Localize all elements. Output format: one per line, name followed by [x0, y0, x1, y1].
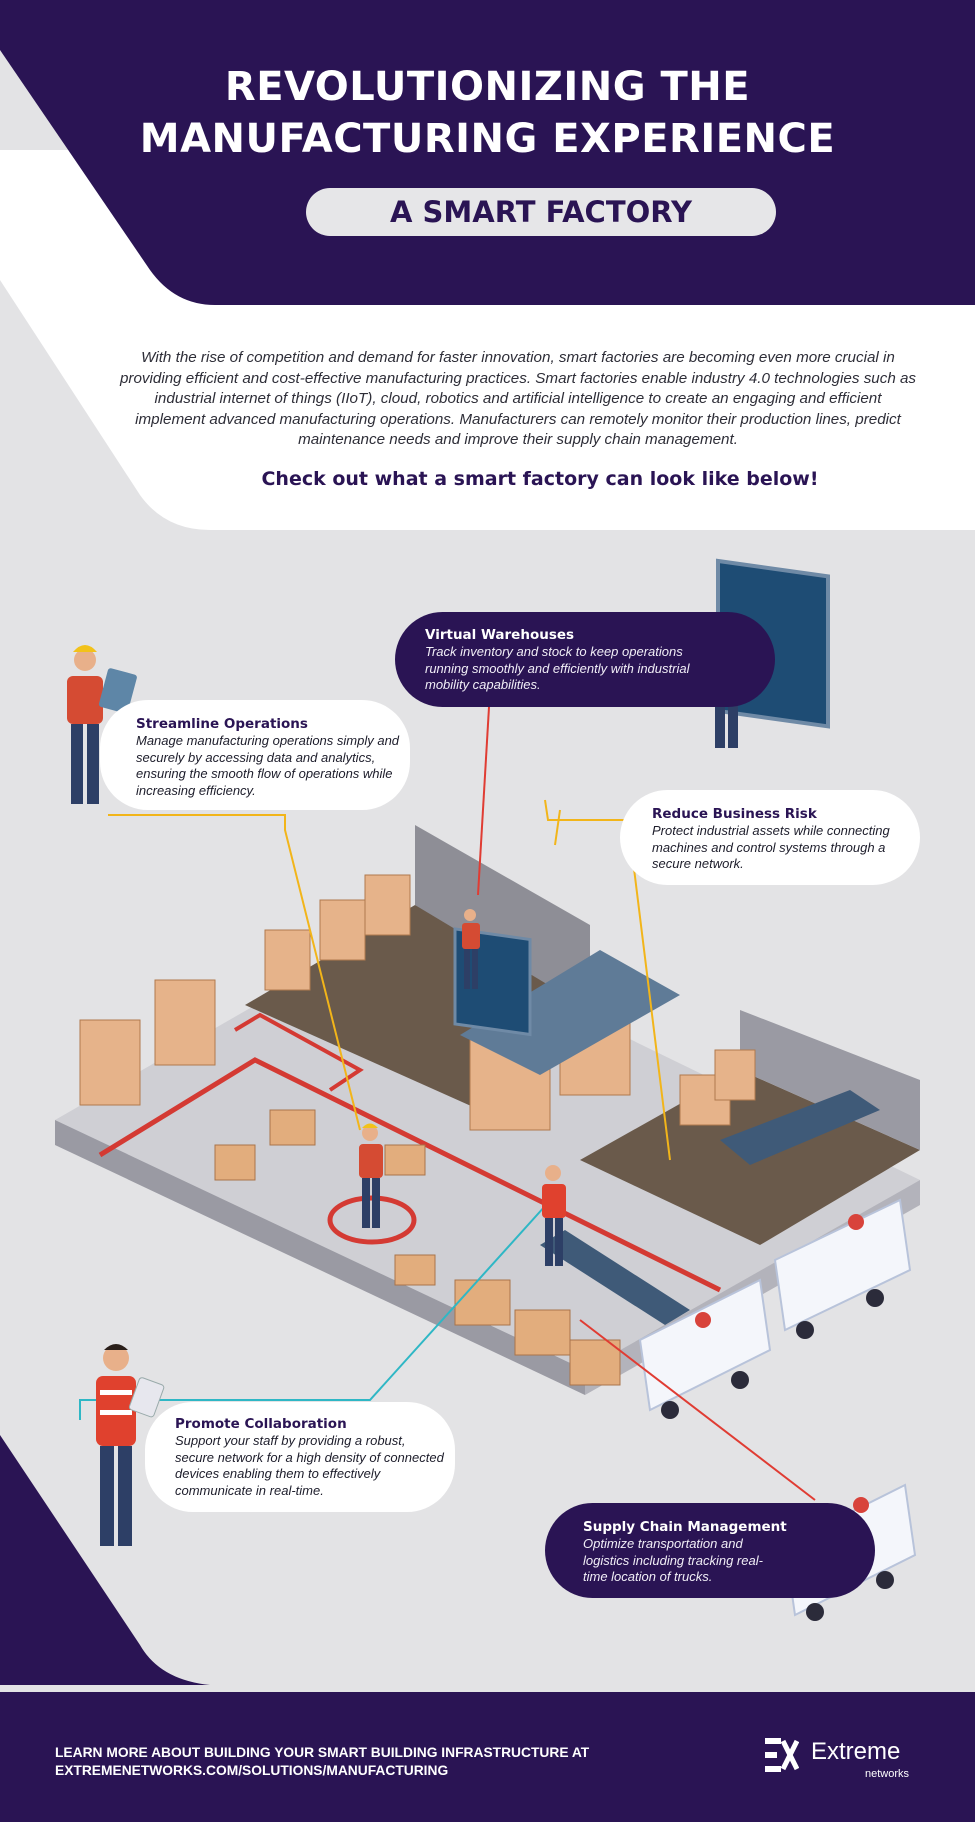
footer-text: LEARN MORE ABOUT BUILDING YOUR SMART BUI…: [55, 1744, 589, 1780]
callout-title: Reduce Business Risk: [652, 806, 817, 822]
callout-text: Support your staff by providing a robust…: [175, 1433, 444, 1498]
callout-virtual-warehouses: Virtual Warehouses Track inventory and s…: [395, 612, 775, 707]
subtitle: A SMART FACTORY: [389, 195, 693, 229]
callout-text: Track inventory and stock to keep operat…: [425, 644, 690, 692]
extreme-logo-icon: [765, 1738, 799, 1772]
callout-title: Virtual Warehouses: [425, 627, 575, 643]
page-title-line1: REVOLUTIONIZING THE: [224, 64, 751, 110]
footer-link[interactable]: EXTREMENETWORKS.COM/SOLUTIONS/MANUFACTUR…: [55, 1763, 449, 1778]
callout-reduce-business-risk: Reduce Business Risk Protect industrial …: [620, 790, 920, 885]
callout-promote-collaboration: Promote Collaboration Support your staff…: [145, 1402, 455, 1512]
callout-supply-chain-management: Supply Chain Management Optimize transpo…: [545, 1503, 875, 1598]
call-to-action: Check out what a smart factory can look …: [261, 468, 819, 490]
logo-wordmark: Extreme: [811, 1738, 901, 1765]
callout-title: Supply Chain Management: [583, 1519, 787, 1535]
callout-title: Streamline Operations: [136, 716, 308, 732]
callout-streamline-operations: Streamline Operations Manage manufacturi…: [100, 700, 410, 810]
intro-paragraph: With the rise of competition and demand …: [119, 349, 917, 448]
callout-title: Promote Collaboration: [175, 1416, 347, 1432]
footer-line1: LEARN MORE ABOUT BUILDING YOUR SMART BUI…: [55, 1745, 590, 1760]
callout-text: Optimize transportation and logistics in…: [583, 1536, 763, 1584]
logo-subtext: networks: [865, 1768, 910, 1780]
subtitle-pill: A SMART FACTORY: [306, 188, 776, 236]
page-title-line2: MANUFACTURING EXPERIENCE: [139, 116, 836, 162]
callout-text: Protect industrial assets while connecti…: [652, 823, 890, 871]
callout-text: Manage manufacturing operations simply a…: [136, 733, 400, 798]
